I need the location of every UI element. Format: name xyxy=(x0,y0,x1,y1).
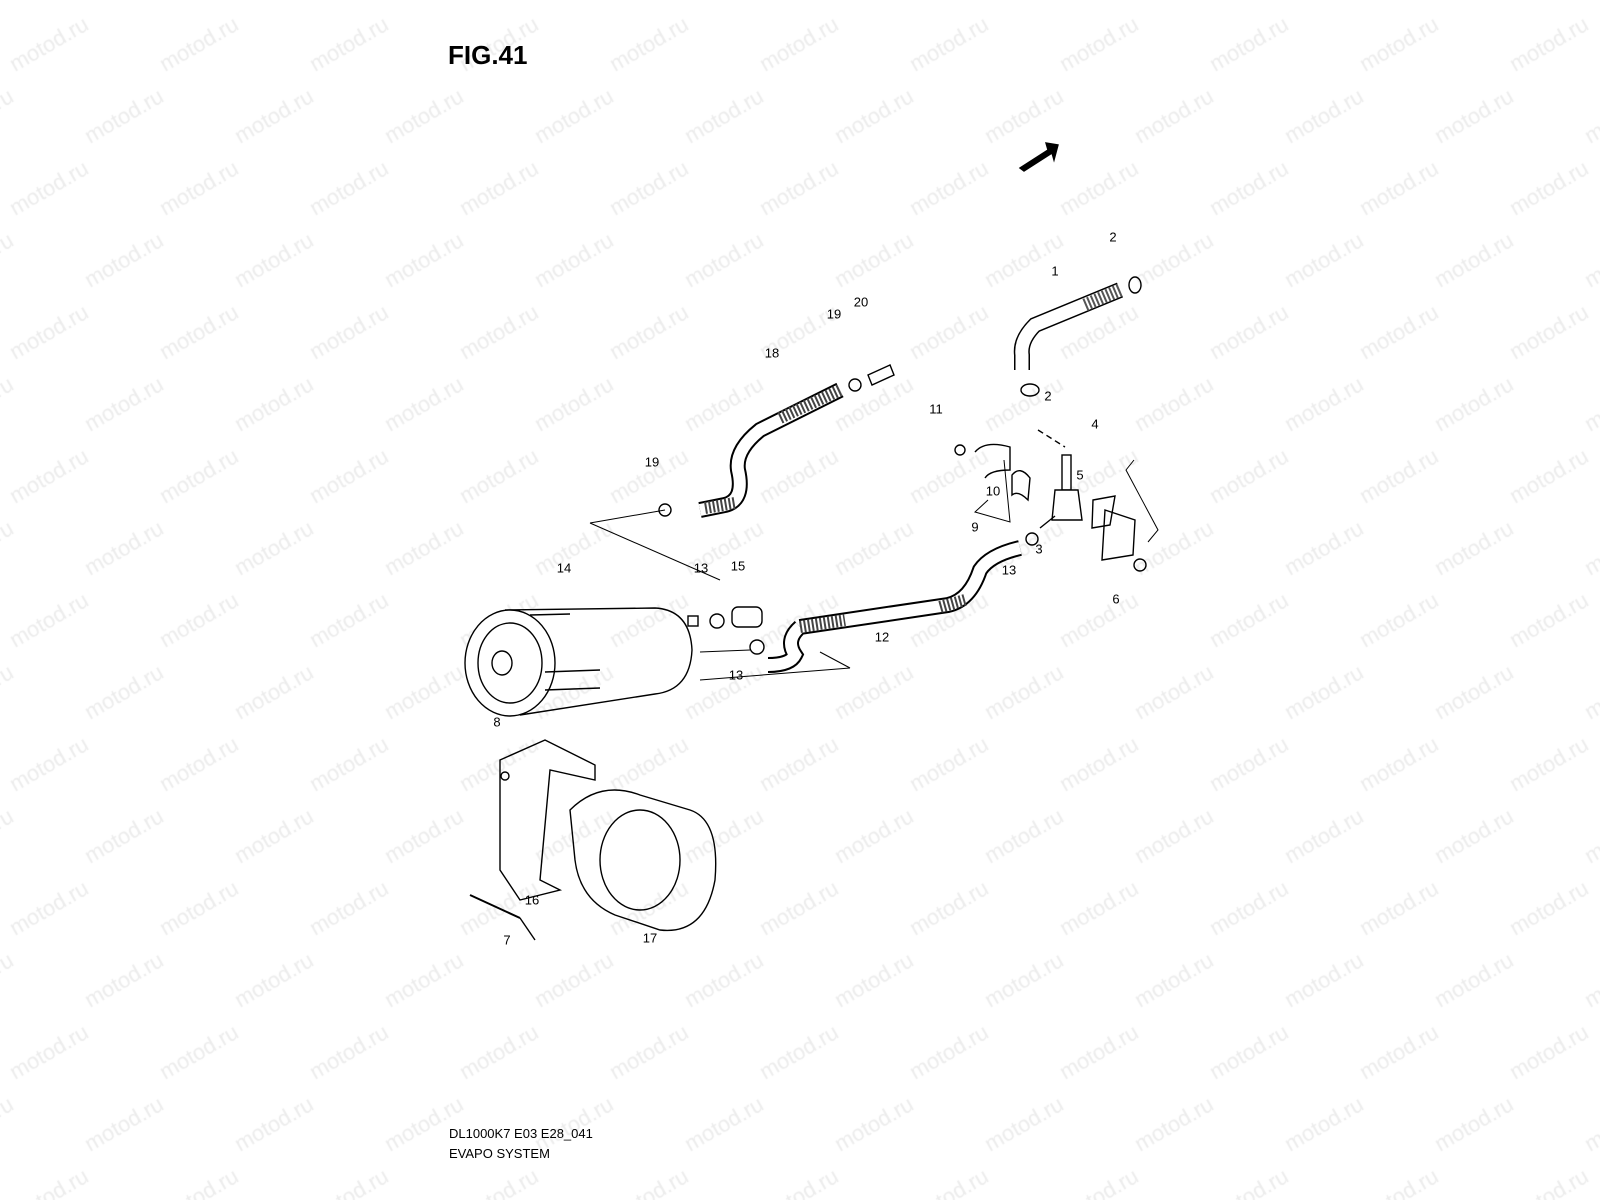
bolt-part-11 xyxy=(954,444,966,456)
callout-14: 14 xyxy=(556,560,572,576)
clamp-part-19b xyxy=(658,503,672,517)
bracket-part-16 xyxy=(469,739,596,941)
hose-part-15 xyxy=(731,606,763,628)
callout-12: 12 xyxy=(874,629,890,645)
callout-3: 3 xyxy=(1035,541,1043,557)
valve-part-3 xyxy=(1039,454,1083,529)
callout-17: 17 xyxy=(642,930,658,946)
callout-13: 13 xyxy=(728,667,744,683)
callout-20: 20 xyxy=(853,294,869,310)
callout-8: 8 xyxy=(493,714,501,730)
diagram-code: DL1000K7 E03 E28_041 xyxy=(449,1126,593,1141)
callout-2: 2 xyxy=(1044,388,1052,404)
callout-19: 19 xyxy=(826,306,842,322)
hose-part-12 xyxy=(767,540,1022,673)
leader-line xyxy=(1037,429,1066,448)
diagram-name: EVAPO SYSTEM xyxy=(449,1146,550,1161)
fitting-part-20 xyxy=(867,364,895,386)
bolt-part-6 xyxy=(1133,558,1147,572)
fwd-arrow-icon xyxy=(1018,142,1059,172)
callout-10: 10 xyxy=(985,483,1001,499)
clamp-part-19 xyxy=(848,378,862,392)
callout-9: 9 xyxy=(971,519,979,535)
callout-5: 5 xyxy=(1076,467,1084,483)
callout-1: 1 xyxy=(1051,263,1059,279)
callout-19: 19 xyxy=(644,454,660,470)
hose-part-18 xyxy=(698,382,844,518)
canister-part-14 xyxy=(464,607,699,717)
hose-part-1 xyxy=(1013,276,1142,397)
leader-lines xyxy=(589,509,851,681)
figure-title: FIG.41 xyxy=(448,40,528,70)
clamp-part-13c xyxy=(1025,532,1039,546)
cover-part-17 xyxy=(569,789,717,932)
cushion-part-10 xyxy=(1011,470,1031,502)
callout-18: 18 xyxy=(764,345,780,361)
bracket-part-9 xyxy=(974,443,1011,479)
clamp-part-5 xyxy=(1091,495,1116,529)
leader-line xyxy=(1125,459,1159,543)
callout-7: 7 xyxy=(503,932,511,948)
callout-11: 11 xyxy=(929,401,943,417)
callout-4: 4 xyxy=(1091,416,1099,432)
callout-6: 6 xyxy=(1112,591,1120,607)
callout-2: 2 xyxy=(1109,229,1117,245)
bracket-part-4 xyxy=(1101,509,1136,561)
callout-16: 16 xyxy=(524,892,540,908)
callout-15: 15 xyxy=(730,558,746,574)
clamp-part-13 xyxy=(709,613,725,629)
callout-13: 13 xyxy=(693,560,709,576)
callout-13: 13 xyxy=(1001,562,1017,578)
clamp-part-13b xyxy=(749,639,765,655)
